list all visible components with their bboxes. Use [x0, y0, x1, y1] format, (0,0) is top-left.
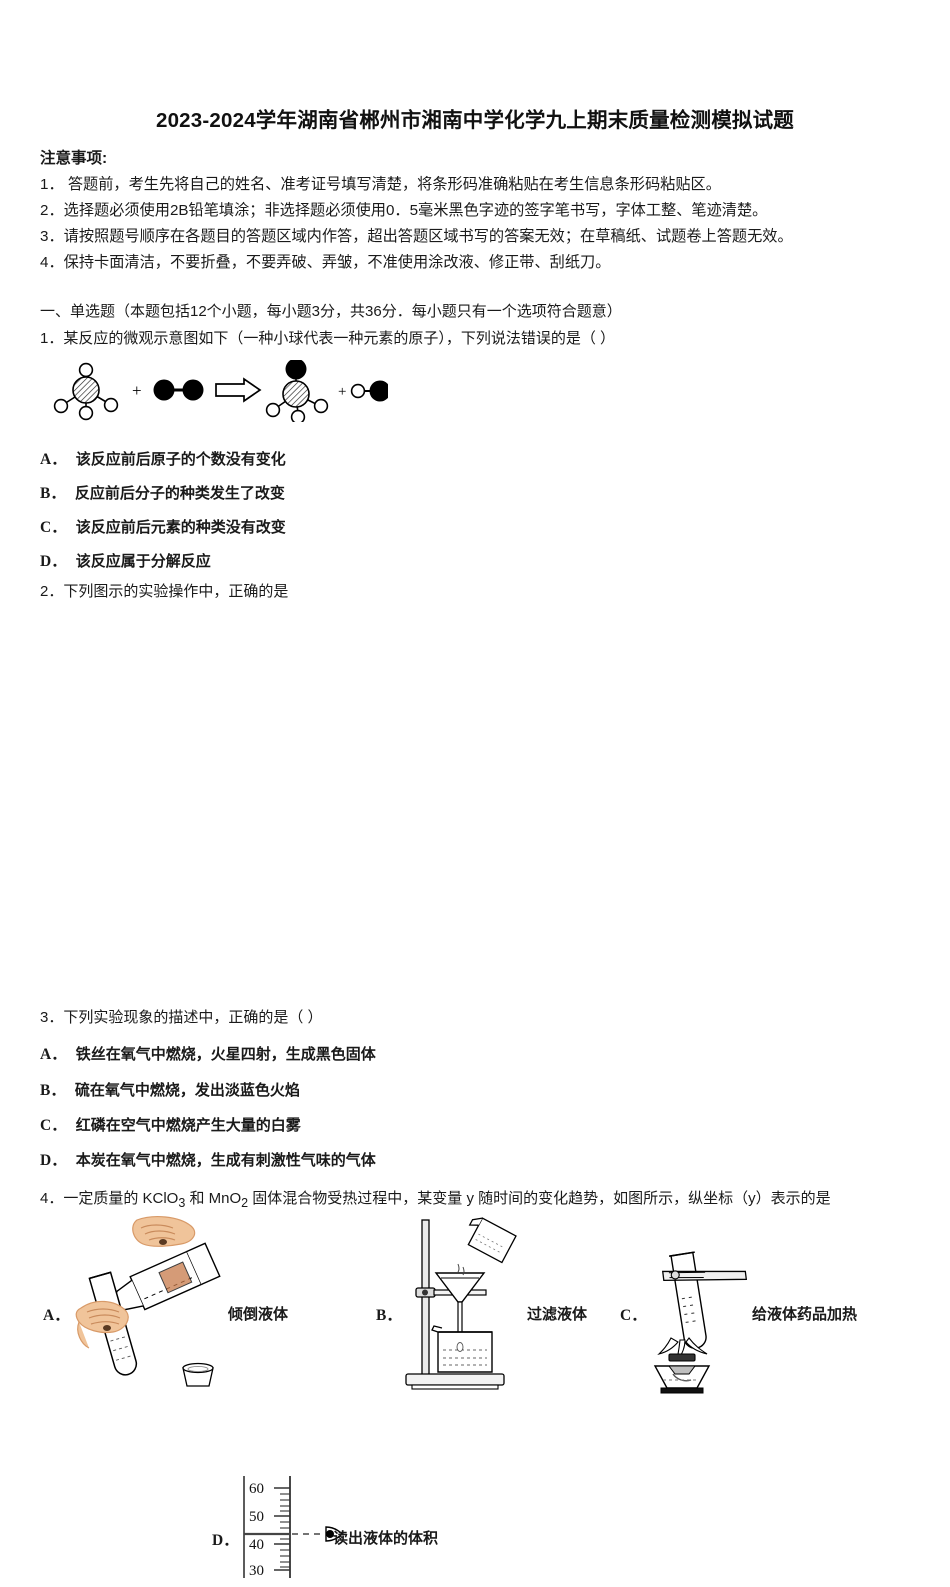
question-2-option-c-letter: C．	[620, 1307, 647, 1324]
option-text: 硫在氧气中燃烧，发出淡蓝色火焰	[74, 1082, 300, 1099]
tick-40: 40	[249, 1537, 264, 1553]
question-2-option-d-letter: D．	[212, 1532, 239, 1549]
section-heading: 一、单选题（本题包括12个小题，每小题3分，共36分．每小题只有一个选项符合题意…	[40, 303, 622, 320]
svg-text:+: +	[338, 384, 346, 400]
question-2-option-a-caption: 倾倒液体	[228, 1306, 289, 1323]
question-3-option-d: D． 本炭在氧气中燃烧，生成有刺激性气味的气体	[40, 1148, 376, 1170]
question-3-option-a: A． 铁丝在氧气中燃烧，火星四射，生成黑色固体	[40, 1042, 376, 1064]
evaporating-dish	[182, 1362, 214, 1387]
notice-item: 3．请按照题号顺序在各题目的答题区域内作答，超出答题区域书写的答案无效；在草稿纸…	[40, 228, 793, 245]
heating-test-tube-illustration	[645, 1250, 755, 1395]
option-text: 反应前后分子的种类发生了改变	[74, 485, 285, 502]
question-2-option-c-caption: 给液体药品加热	[752, 1306, 858, 1323]
option-letter: C．	[40, 1117, 67, 1134]
svg-text:+: +	[132, 381, 142, 400]
question-1-option-d: D． 该反应属于分解反应	[40, 549, 211, 571]
q4-subscript-2: 2	[241, 1196, 249, 1210]
tick-60: 60	[249, 1481, 264, 1497]
q4-text-before: 4．一定质量的 KClO	[40, 1190, 179, 1207]
notice-list: 1． 答题前，考生先将自己的姓名、准考证号填写清楚，将条形码准确粘贴在考生信息条…	[40, 172, 920, 276]
q4-text-after: 固体混合物受热过程中，某变量 y 随时间的变化趋势，如图所示，纵坐标（y）表示的…	[248, 1190, 831, 1207]
option-letter: C．	[40, 519, 67, 536]
option-letter: A．	[40, 451, 67, 468]
molecular-reaction-diagram: + +	[48, 358, 391, 425]
notice-heading: 注意事项:	[40, 150, 108, 167]
option-letter: D．	[40, 553, 67, 570]
question-2-option-b-caption: 过滤液体	[527, 1306, 588, 1323]
question-1-option-b: B． 反应前后分子的种类发生了改变	[40, 481, 285, 503]
question-1-option-a: A． 该反应前后原子的个数没有变化	[40, 447, 286, 469]
option-letter: D．	[40, 1152, 67, 1169]
question-3-stem: 3．下列实验现象的描述中，正确的是（ ）	[40, 1009, 323, 1026]
tick-30: 30	[249, 1563, 264, 1579]
option-letter: B．	[40, 485, 66, 502]
question-3-option-b: B． 硫在氧气中燃烧，发出淡蓝色火焰	[40, 1078, 300, 1100]
tick-50: 50	[249, 1509, 264, 1525]
graduated-cylinder-reading-illustration: 60 50 40 30	[238, 1472, 348, 1582]
option-text: 铁丝在氧气中燃烧，火星四射，生成黑色固体	[75, 1046, 376, 1063]
option-text: 红磷在空气中燃烧产生大量的白雾	[75, 1117, 301, 1134]
exam-paper-page: 2023-2024学年湖南省郴州市湘南中学化学九上期末质量检测模拟试题 注意事项…	[0, 109, 950, 1579]
option-text: 该反应属于分解反应	[75, 553, 211, 570]
question-2-option-a-letter: A．	[43, 1307, 70, 1324]
q4-subscript-1: 3	[178, 1196, 186, 1210]
notice-item: 2．选择题必须使用2B铅笔填涂；非选择题必须使用0．5毫米黑色字迹的签字笔书写，…	[40, 202, 768, 219]
question-1-stem: 1．某反应的微观示意图如下（一种小球代表一种元素的原子），下列说法错误的是（ ）	[40, 330, 616, 347]
question-3-option-c: C． 红磷在空气中燃烧产生大量的白雾	[40, 1113, 301, 1135]
q4-text-middle: 和 MnO	[185, 1190, 242, 1207]
filtration-apparatus-illustration	[398, 1214, 523, 1394]
option-letter: A．	[40, 1046, 67, 1063]
question-2-option-d-caption: 读出液体的体积	[333, 1530, 439, 1547]
question-2-stem: 2．下列图示的实验操作中，正确的是	[40, 583, 289, 600]
question-4-stem: 4．一定质量的 KClO3 和 MnO2 固体混合物受热过程中，某变量 y 随时…	[40, 1180, 925, 1222]
notice-item: 1． 答题前，考生先将自己的姓名、准考证号填写清楚，将条形码准确粘贴在考生信息条…	[40, 176, 721, 193]
option-text: 该反应前后原子的个数没有变化	[75, 451, 286, 468]
option-text: 本炭在氧气中燃烧，生成有刺激性气味的气体	[75, 1152, 376, 1169]
question-2-option-b-letter: B．	[376, 1307, 402, 1324]
notice-item: 4．保持卡面清洁，不要折叠，不要弄破、弄皱，不准使用涂改液、修正带、刮纸刀。	[40, 254, 611, 271]
page-title: 2023-2024学年湖南省郴州市湘南中学化学九上期末质量检测模拟试题	[155, 109, 795, 132]
question-1-option-c: C． 该反应前后元素的种类没有改变	[40, 515, 286, 537]
option-text: 该反应前后元素的种类没有改变	[75, 519, 286, 536]
question-2-figure-row: 60 50 40 30 A． 倾倒液体 B． 过滤液体 C． 给液体药品加热 D…	[0, 600, 950, 1579]
option-letter: B．	[40, 1082, 66, 1099]
